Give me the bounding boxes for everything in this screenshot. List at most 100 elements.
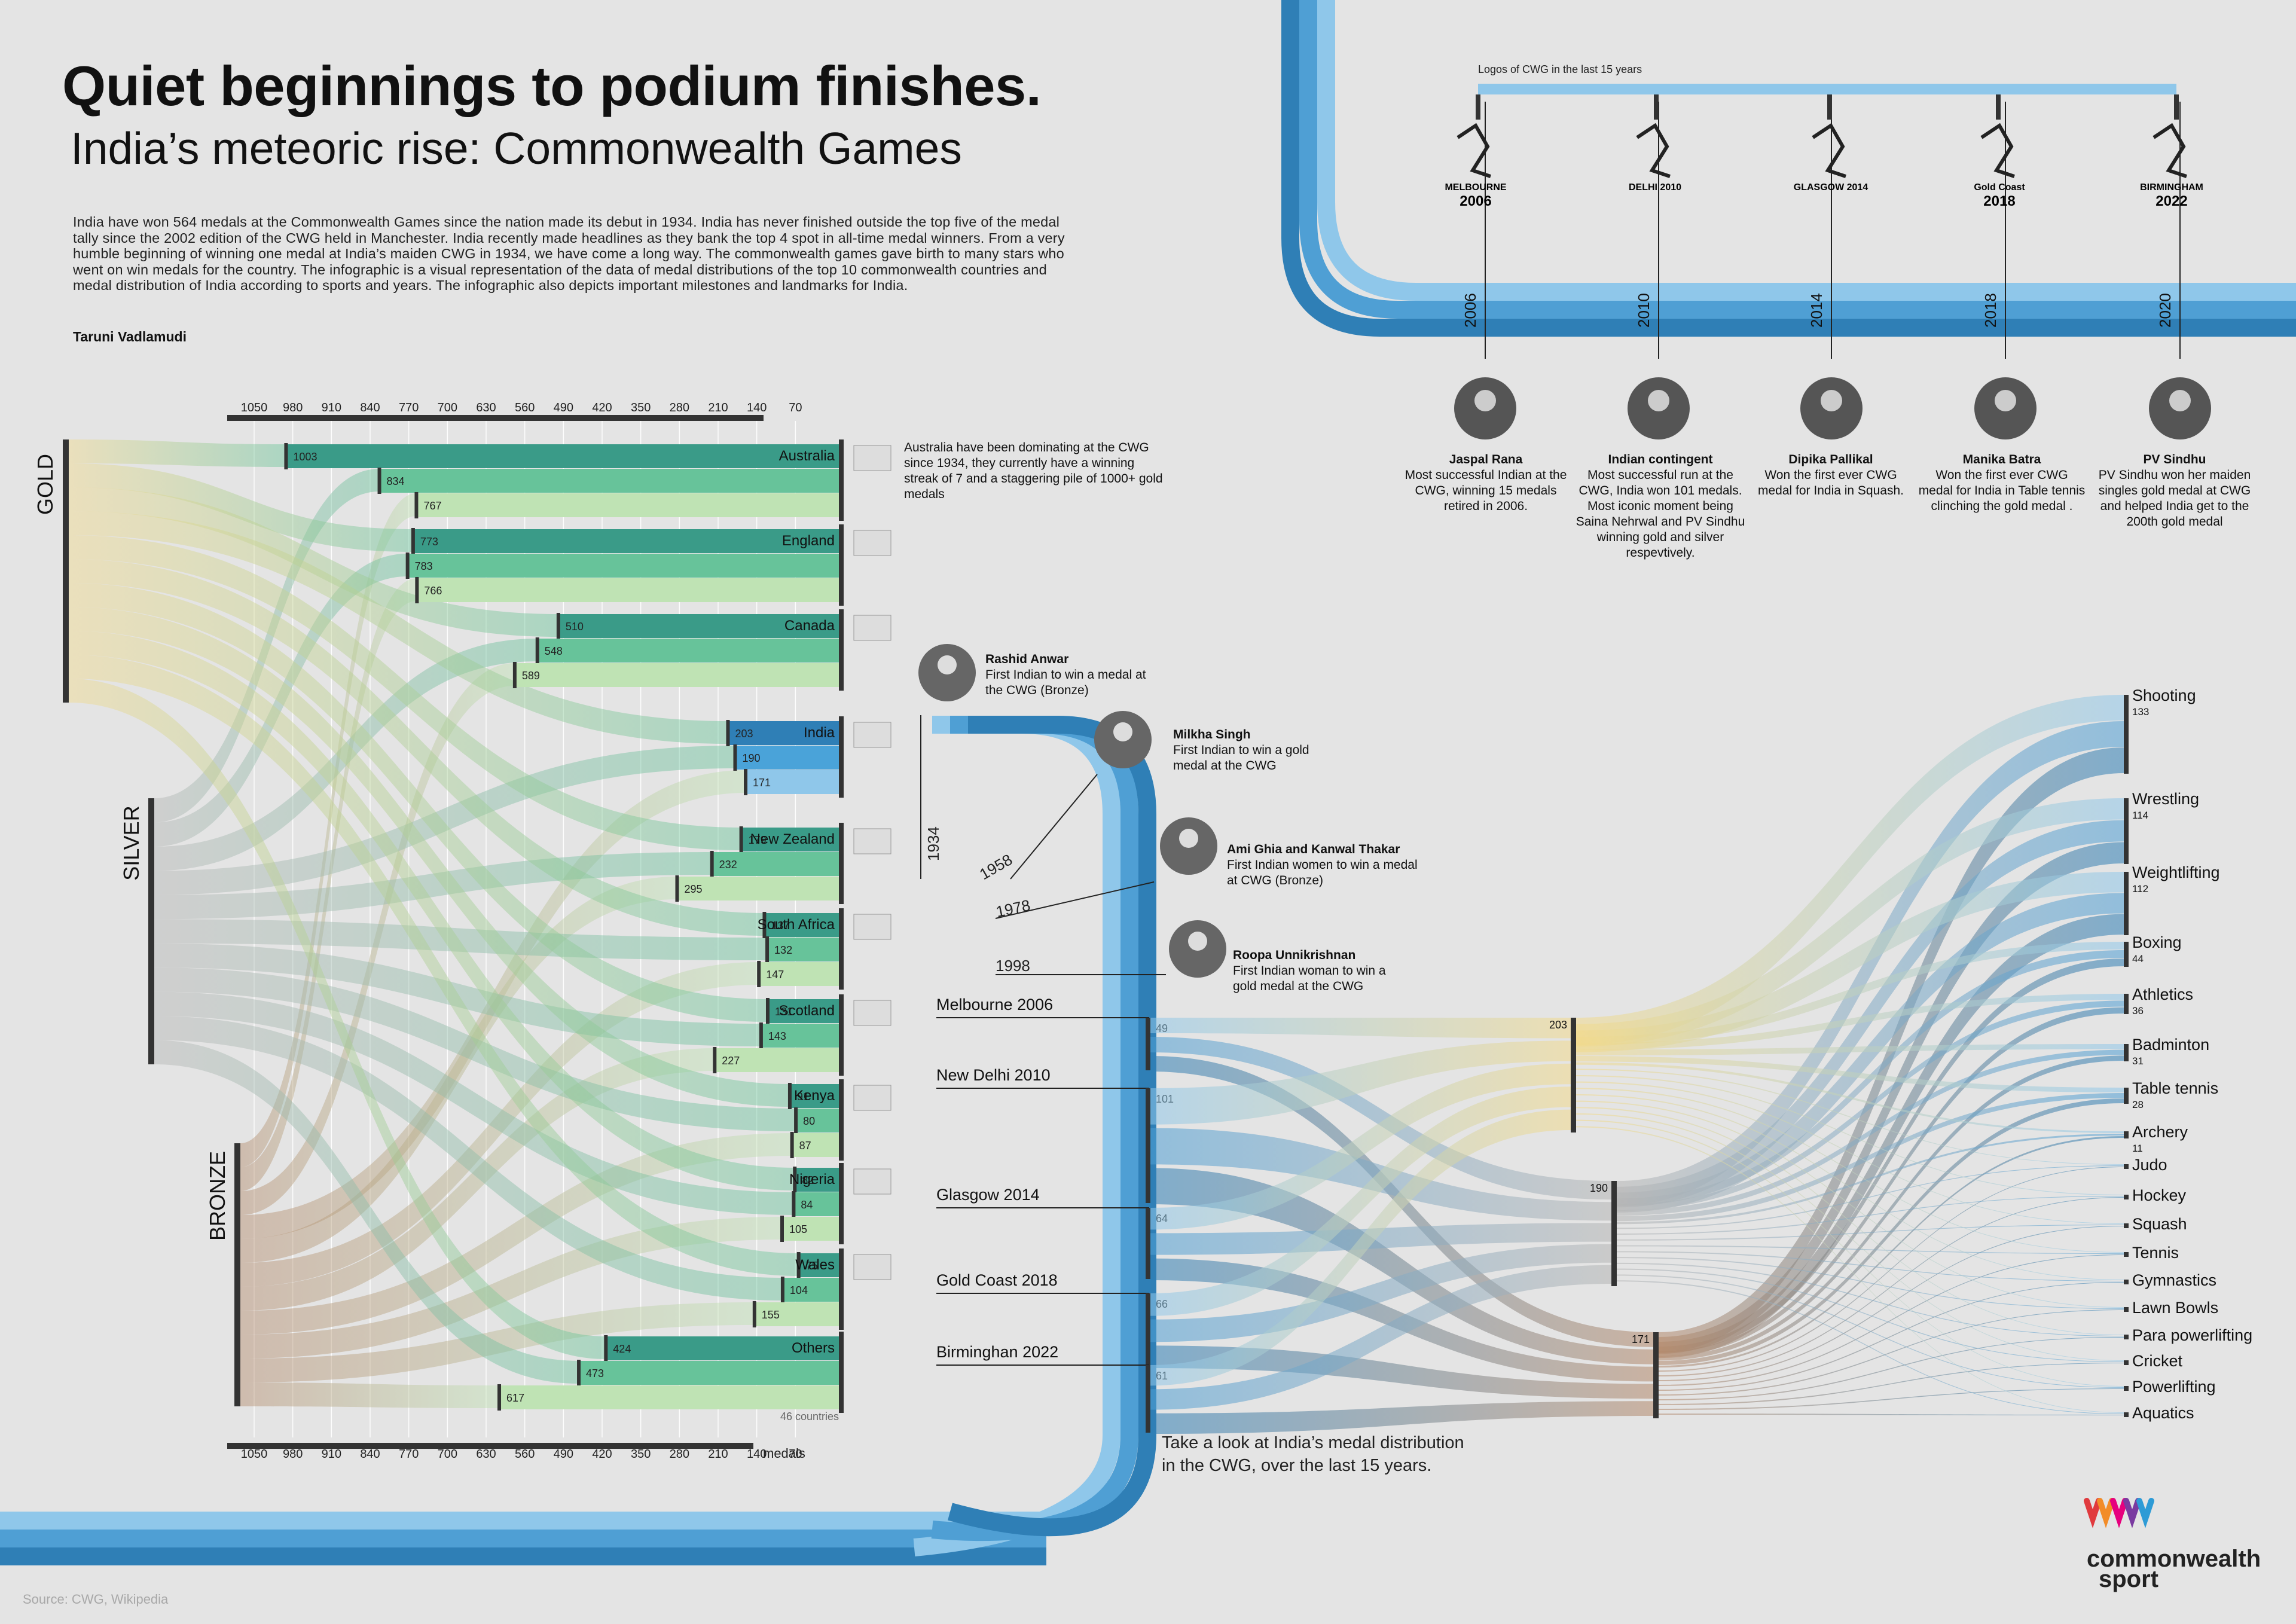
medal-flow <box>69 511 728 744</box>
medal-bar <box>789 1084 840 1108</box>
axis-tick-bottom: 280 <box>670 1448 689 1461</box>
country-name: South Africa <box>758 917 835 933</box>
sport-name: Tennis <box>2132 1244 2179 1262</box>
sport-marker <box>2124 1386 2129 1391</box>
medal-bar-marker <box>284 443 288 469</box>
medal-sport-flow <box>1576 1081 2124 1224</box>
sport-marker <box>2124 1223 2129 1228</box>
medal-sport-flow <box>1659 1136 2124 1368</box>
axis-tick-top: 770 <box>399 401 419 414</box>
logo-label: Gold Coast <box>1974 182 2025 193</box>
year-medal-flow <box>1150 1040 1571 1125</box>
medal-sport-flow <box>1617 1268 2124 1362</box>
sport-name: Shooting <box>2132 686 2196 704</box>
medal-flow <box>154 746 735 895</box>
country-name: Wales <box>795 1257 835 1273</box>
medal-sport-flow <box>1576 1088 2124 1253</box>
first-portrait-face <box>1188 932 1207 951</box>
medal-flow <box>240 1217 782 1359</box>
sport-name: Weightlifting <box>2132 863 2220 881</box>
sport-name: Athletics <box>2132 985 2193 1003</box>
medal-bar-marker <box>787 1083 792 1109</box>
medal-bar-marker <box>796 1252 801 1278</box>
sport-value: 36 <box>2132 1005 2144 1016</box>
medal-bar-marker <box>792 1191 796 1217</box>
medal-bar <box>677 877 840 900</box>
axis-tick-top: 700 <box>438 401 457 414</box>
medal-value: 147 <box>766 969 784 981</box>
medal-value: 767 <box>423 500 441 512</box>
medal-value: 295 <box>684 883 702 895</box>
india-distribution-caption: Take a look at India’s medal distributio… <box>1162 1431 1556 1477</box>
medal-bar <box>416 493 840 517</box>
medal-bar <box>537 639 840 663</box>
sport-marker <box>2124 1307 2129 1312</box>
country-flag-icon <box>853 615 891 641</box>
medal-bar <box>767 938 840 961</box>
country-end-bar <box>839 1332 844 1413</box>
medal-bar-marker <box>512 662 517 688</box>
axis-tick-top: 560 <box>515 401 535 414</box>
top-pipe-curve <box>1299 0 2296 319</box>
axis-tick-bottom: 910 <box>322 1448 341 1461</box>
medal-bar-marker <box>405 552 410 579</box>
medal-node-value: 203 <box>1549 1019 1567 1031</box>
medal-bar-marker <box>726 720 730 746</box>
medal-value: 766 <box>424 585 442 597</box>
medal-sport-flow <box>1617 1280 2124 1414</box>
medal-value: 834 <box>387 475 405 487</box>
medal-label-silver: SILVER <box>119 805 144 880</box>
page-title: Quiet beginnings to podium finishes. <box>62 54 1042 117</box>
medal-flow <box>154 919 768 960</box>
medal-bar <box>796 1109 840 1132</box>
medal-bar-marker <box>752 1301 756 1327</box>
medal-flow <box>69 679 606 1359</box>
commonwealth-sport-logo-icon <box>2084 1498 2102 1528</box>
medal-bar <box>407 554 840 578</box>
axis-bottom-line <box>227 1443 753 1449</box>
medal-sport-flow <box>1576 1119 2124 1387</box>
pipe-band <box>0 1530 1046 1547</box>
cwg-logo-icon <box>2152 123 2187 178</box>
country-flag-icon <box>853 722 891 748</box>
sport-marker <box>2124 1044 2129 1061</box>
medal-sport-flow <box>1659 1414 2124 1415</box>
country-flag-icon <box>853 1168 891 1195</box>
medal-sport-flow <box>1617 1196 2124 1235</box>
medal-sport-flow <box>1617 820 2124 1208</box>
axis-tick-bottom: 490 <box>554 1448 573 1461</box>
logo-line-2: sport <box>2099 1566 2158 1592</box>
axis-tick-top: 280 <box>670 401 689 414</box>
medal-bar-marker <box>556 613 560 639</box>
medal-bar <box>792 1133 840 1157</box>
sport-marker <box>2124 1280 2129 1284</box>
year-medal-flow <box>1150 1086 1571 1316</box>
sport-name: Judo <box>2132 1156 2167 1174</box>
silver-source-bar <box>148 798 154 1064</box>
timeline-year: 2020 <box>2156 293 2174 328</box>
first-name: Milkha Singh <box>1173 728 1251 741</box>
medal-value: 132 <box>774 944 792 956</box>
sport-marker <box>2124 942 2129 967</box>
axis-tick-top: 1050 <box>241 401 268 414</box>
medal-bar <box>782 1217 840 1241</box>
medal-node-value: 190 <box>1590 1182 1608 1194</box>
sport-name: Cricket <box>2132 1352 2183 1370</box>
commonwealth-sport-logo-icon <box>2097 1498 2115 1528</box>
sport-name: Boxing <box>2132 933 2182 951</box>
medal-value: 104 <box>790 1284 808 1296</box>
medal-sport-flow <box>1659 1282 2124 1391</box>
medal-sport-flow <box>1659 1337 2124 1400</box>
medal-sport-flow <box>1617 1274 2124 1388</box>
medal-bar <box>767 999 840 1023</box>
year-medal-flow <box>1150 1401 1653 1434</box>
medal-bar <box>413 529 840 553</box>
medal-bar <box>606 1336 840 1360</box>
country-name: New Zealand <box>750 831 835 847</box>
sport-value: 11 <box>2132 1143 2143 1154</box>
